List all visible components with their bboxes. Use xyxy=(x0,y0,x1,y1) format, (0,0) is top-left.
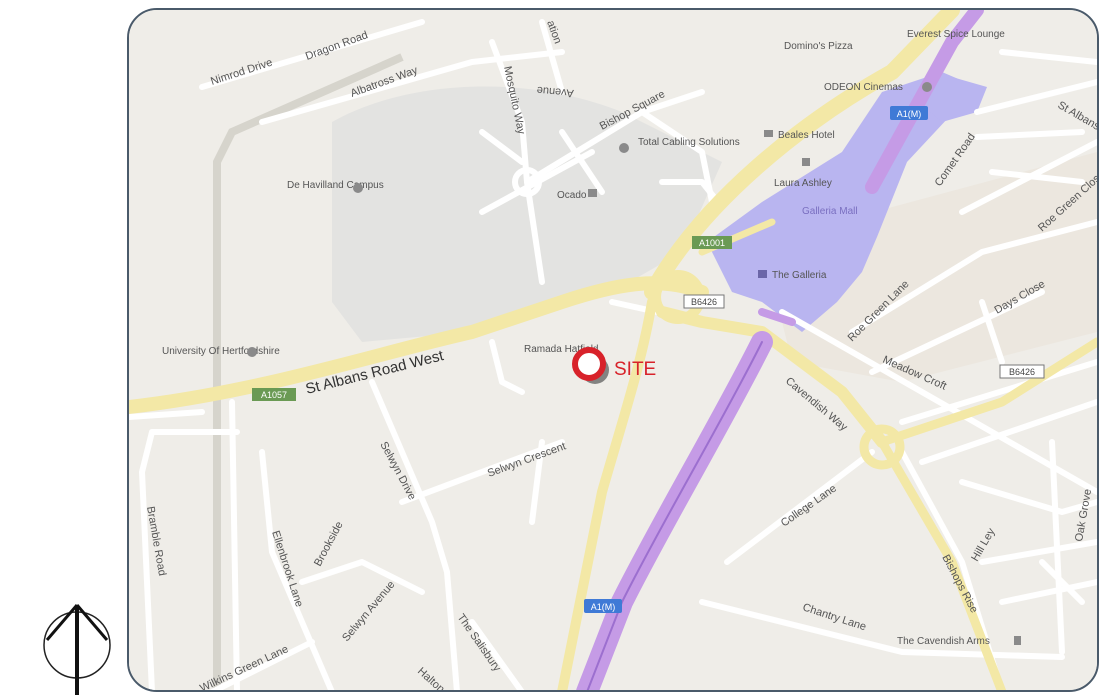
shield-a1057: A1057 xyxy=(252,388,296,401)
site-marker-ring xyxy=(572,347,606,381)
svg-text:A1001: A1001 xyxy=(699,238,725,248)
svg-text:A1(M): A1(M) xyxy=(897,109,922,119)
svg-text:B6426: B6426 xyxy=(691,297,717,307)
poi-cavendish-arms-label: The Cavendish Arms xyxy=(897,636,990,647)
poi-dominos-label: Domino's Pizza xyxy=(784,41,853,52)
poi-the-galleria-label: The Galleria xyxy=(772,270,827,281)
site-label: SITE xyxy=(614,359,656,380)
map-frame[interactable]: Nimrod Drive Dragon Road Albatross Way a… xyxy=(127,8,1099,692)
poi-ocado-label: Ocado xyxy=(557,190,587,201)
poi-galleria-mall-label: Galleria Mall xyxy=(802,206,858,217)
roundabout-north xyxy=(512,167,542,197)
site-marker[interactable]: SITE xyxy=(572,347,656,384)
pub-icon xyxy=(1014,636,1021,645)
shield-a1001: A1001 xyxy=(692,236,732,249)
poi-total-cabling-label: Total Cabling Solutions xyxy=(638,137,740,148)
svg-text:A1057: A1057 xyxy=(261,390,287,400)
poi-laura-ashley-label: Laura Ashley xyxy=(774,178,832,189)
poi-university-label: University Of Hertfordshire xyxy=(162,346,280,357)
motorway-a1m xyxy=(576,10,984,690)
poi-beales-label: Beales Hotel xyxy=(778,130,835,141)
shield-b6426-east: B6426 xyxy=(999,364,1045,379)
svg-text:B6426: B6426 xyxy=(1009,367,1035,377)
north-arrow-icon xyxy=(43,604,111,695)
svg-text:A1(M): A1(M) xyxy=(591,602,616,612)
university-icon xyxy=(247,347,257,357)
shop-icon xyxy=(802,158,810,166)
retail-area xyxy=(762,152,1097,382)
shield-a1m-north: A1(M) xyxy=(890,106,928,120)
major-roads xyxy=(129,10,1097,690)
poi-odeon-label: ODEON Cinemas xyxy=(824,82,903,93)
road-label-avenue: Avenue xyxy=(536,84,574,99)
cinema-icon xyxy=(922,82,932,92)
hotel-icon xyxy=(764,130,773,137)
poi-de-havilland-label: De Havilland Campus xyxy=(287,180,384,191)
disused-track xyxy=(213,53,404,690)
mall-icon xyxy=(758,270,767,278)
shield-a1m-south: A1(M) xyxy=(584,599,622,613)
roundabout-east xyxy=(859,424,905,470)
shopping-area xyxy=(707,72,977,332)
shield-b6426-centre: B6426 xyxy=(683,294,725,309)
poi-everest-label: Everest Spice Lounge xyxy=(907,29,1005,40)
office-icon xyxy=(619,143,629,153)
cart-icon xyxy=(588,189,597,197)
minor-roads xyxy=(139,19,1097,690)
campus-icon xyxy=(353,183,363,193)
poi-ramada-label: Ramada Hatfield xyxy=(524,344,598,355)
